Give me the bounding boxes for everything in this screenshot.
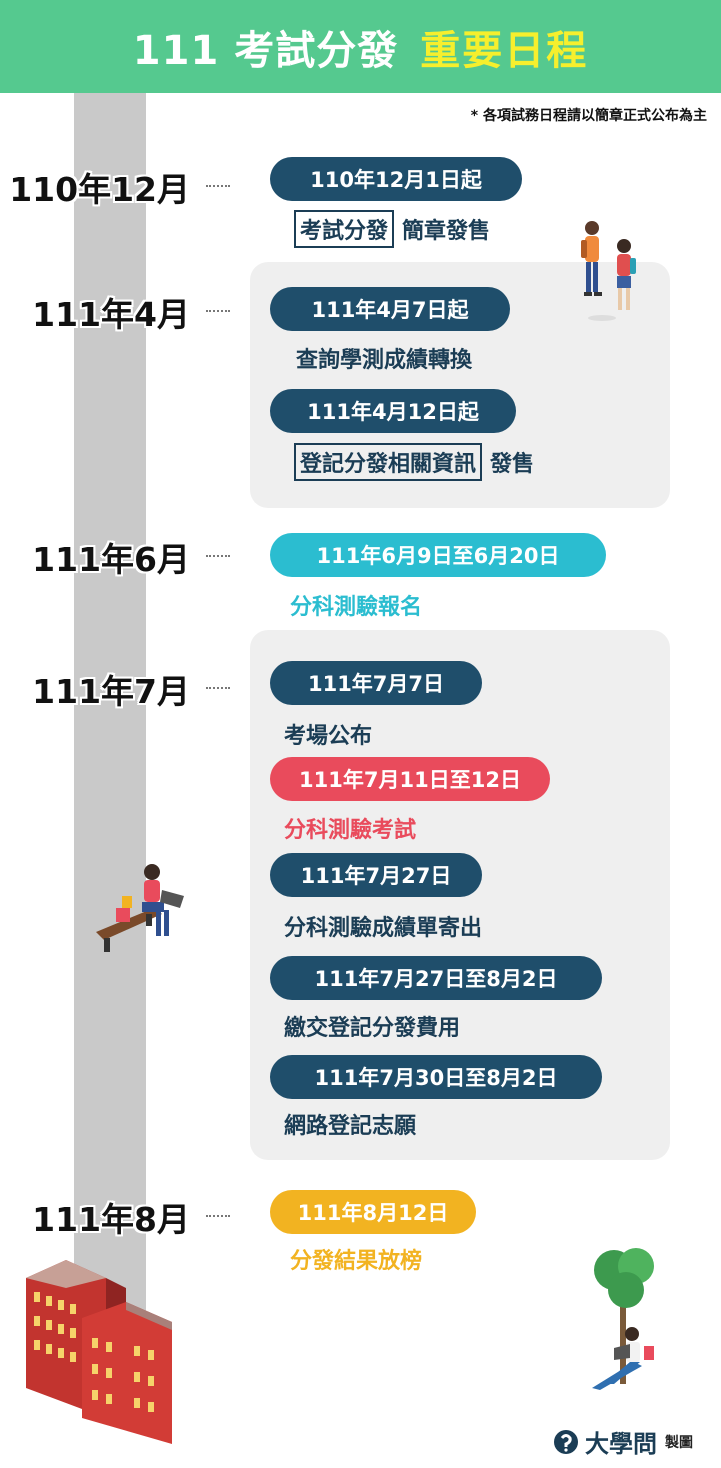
brand-credit: 大學問 製圖 (553, 1424, 693, 1459)
event-date-8: 111年7月27日至8月2日 (270, 956, 602, 1000)
month-label-4: 111年7月 (32, 672, 190, 711)
event-date-9: 111年7月30日至8月2日 (270, 1055, 602, 1099)
event-desc-8: 繳交登記分發費用 (284, 1016, 461, 1041)
event-date-10: 111年8月12日 (270, 1190, 476, 1234)
event-date-1: 110年12月1日起 (270, 157, 522, 201)
event-date-2: 111年4月7日起 (270, 287, 510, 331)
event-desc-2: 查詢學測成績轉換 (296, 348, 473, 373)
tree-reader-illustration (592, 1248, 654, 1390)
event-desc-1: 考試分發 簡章發售 (294, 210, 490, 248)
connector-dots-5 (206, 1215, 230, 1217)
event-date-6: 111年7月11日至12日 (270, 757, 550, 801)
event-date-7: 111年7月27日 (270, 853, 482, 897)
event-desc-7: 分科測驗成績單寄出 (284, 916, 483, 941)
event-desc-1-boxed: 考試分發 (294, 210, 395, 248)
event-desc-10: 分發結果放榜 (290, 1249, 423, 1274)
bench-reader-illustration (96, 864, 184, 952)
month-label-3: 111年6月 (32, 540, 190, 579)
month-label-2: 111年4月 (32, 295, 190, 334)
event-date-3: 111年4月12日起 (270, 389, 516, 433)
header-banner: 111 考試分發 重要日程 (0, 0, 721, 93)
school-building-illustration (26, 1260, 172, 1444)
disclaimer-note: * 各項試務日程請以簡章正式公布為主 (470, 108, 707, 124)
event-desc-6: 分科測驗考試 (284, 818, 417, 843)
header-title-highlight: 重要日程 (420, 27, 589, 74)
walking-students-illustration (581, 221, 636, 321)
brand-name: 大學問 (585, 1430, 657, 1458)
connector-dots-4 (206, 687, 230, 689)
header-title-main: 111 考試分發 (132, 27, 399, 74)
event-desc-4: 分科測驗報名 (290, 595, 423, 620)
event-desc-3-text: 發售 (490, 452, 535, 477)
brand-logo-icon (554, 1429, 578, 1454)
event-desc-5: 考場公布 (284, 724, 373, 749)
event-date-5: 111年7月7日 (270, 661, 482, 705)
month-label-5: 111年8月 (32, 1200, 190, 1239)
event-date-4: 111年6月9日至6月20日 (270, 533, 606, 577)
connector-dots-3 (206, 555, 230, 557)
event-desc-3: 登記分發相關資訊 發售 (294, 443, 534, 481)
event-desc-9: 網路登記志願 (284, 1114, 417, 1139)
event-desc-1-text: 簡章發售 (402, 219, 491, 244)
timeline-bar (74, 93, 146, 1403)
connector-dots-2 (206, 310, 230, 312)
event-desc-3-boxed: 登記分發相關資訊 (294, 443, 483, 481)
connector-dots-1 (206, 185, 230, 187)
month-label-1: 110年12月 (9, 170, 190, 209)
brand-suffix: 製圖 (665, 1434, 693, 1451)
